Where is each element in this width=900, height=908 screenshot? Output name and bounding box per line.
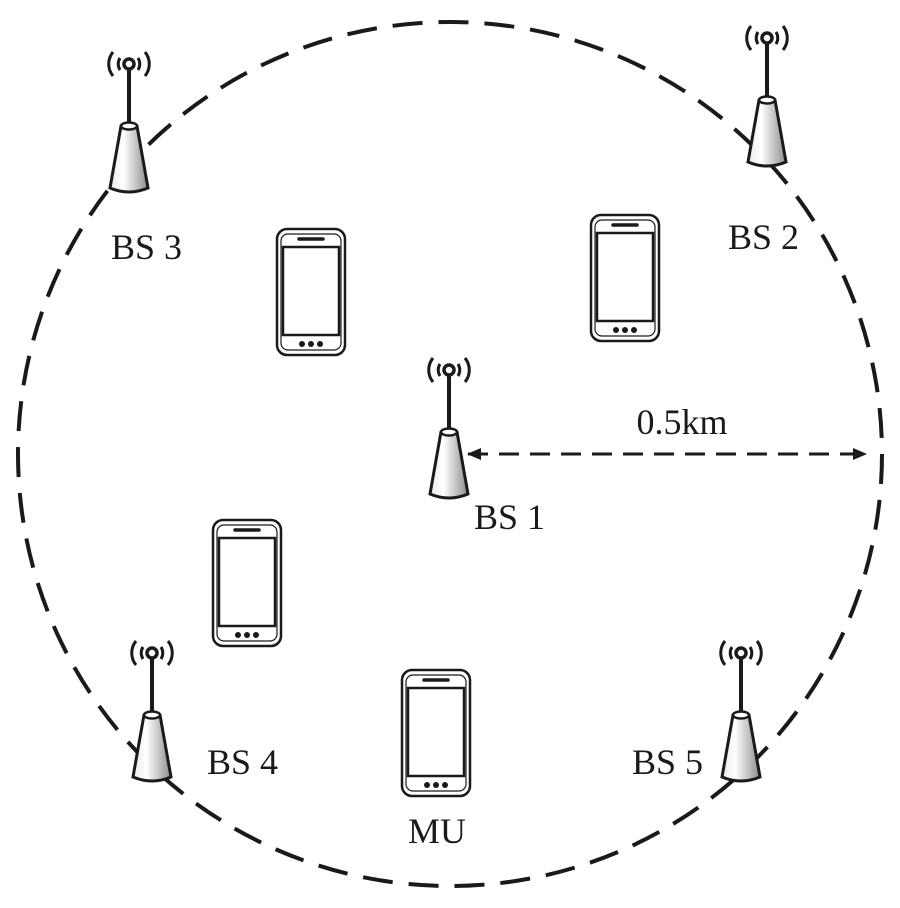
mu-phone-icon xyxy=(400,668,472,798)
bs5-tower-icon xyxy=(718,639,764,783)
coverage-circle xyxy=(16,20,884,888)
bs4-label: BS 4 xyxy=(207,742,278,782)
bs2-label: BS 2 xyxy=(728,217,799,257)
bs4-tower-icon xyxy=(129,639,175,783)
bs3-tower-icon xyxy=(106,50,152,194)
bs1-tower-icon xyxy=(426,356,472,500)
bs1-label: BS 1 xyxy=(474,497,545,537)
bs3-label: BS 3 xyxy=(111,227,182,267)
mu-label: MU xyxy=(408,811,466,851)
bs5-label: BS 5 xyxy=(632,742,703,782)
bs2-tower-icon xyxy=(744,24,790,168)
phone-icon xyxy=(589,213,661,343)
radius-label: 0.5km xyxy=(636,402,727,442)
phone-icon xyxy=(275,227,347,357)
phone-icon xyxy=(211,518,283,648)
